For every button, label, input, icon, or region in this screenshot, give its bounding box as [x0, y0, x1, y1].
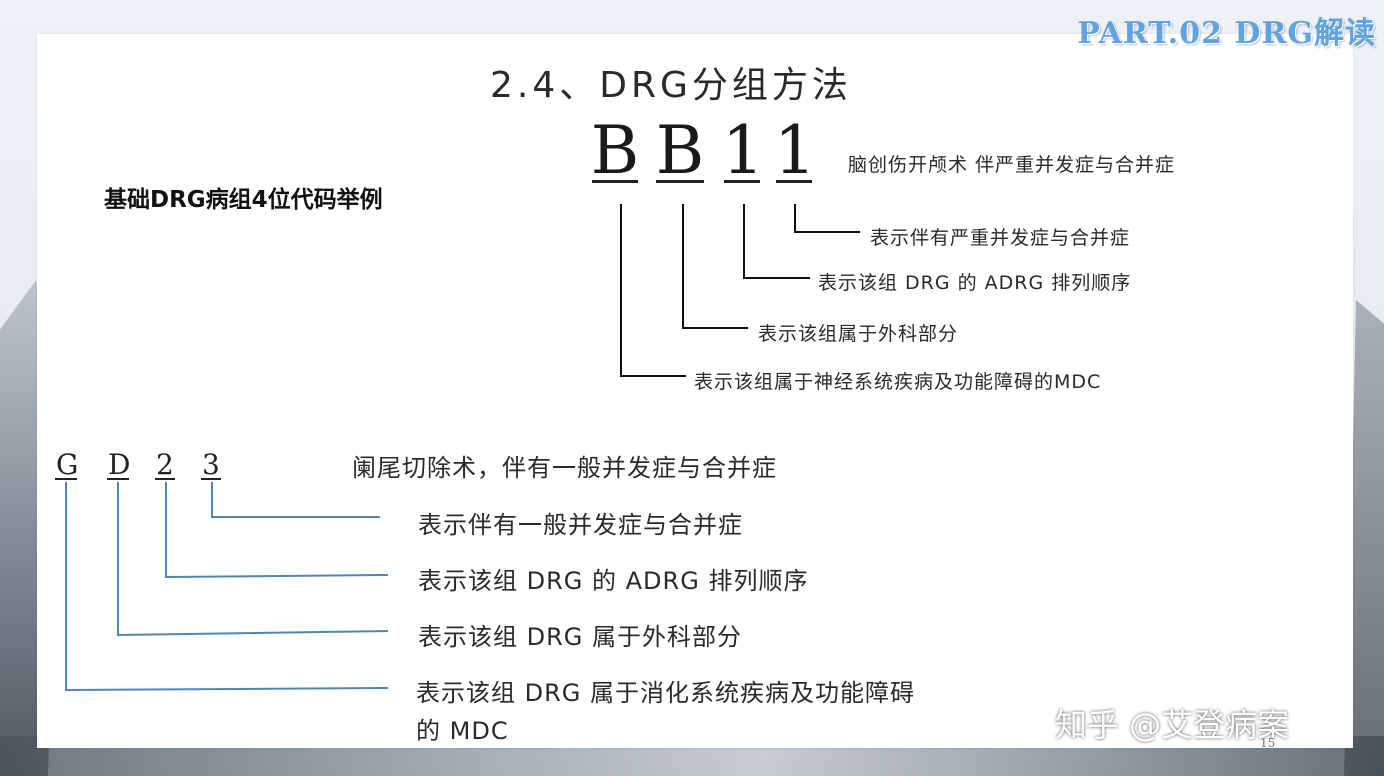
code1-letter-4: 1: [774, 112, 816, 189]
code2-underline-1: [55, 478, 77, 480]
code1-underline-2: [656, 180, 704, 183]
slide-subtitle: 基础DRG病组4位代码举例: [104, 187, 383, 213]
code2-letter-2: D: [108, 448, 131, 481]
code1-underline-4: [776, 180, 812, 183]
code2-letter-3: 2: [156, 448, 174, 481]
code1-letter-2: B: [655, 112, 705, 189]
watermark: 知乎 @艾登病案: [1055, 706, 1290, 744]
code2-underline-4: [201, 478, 221, 480]
code2-letter-4: 3: [202, 448, 220, 481]
code2-description: 阑尾切除术，伴有一般并发症与合并症: [352, 454, 777, 482]
code1-explanation-mdc: 表示该组属于神经系统疾病及功能障碍的MDC: [694, 371, 1102, 393]
connector-code2-letter-3: [165, 482, 389, 579]
connector-code2-letter-1: [65, 482, 389, 692]
code2-explanation-severity: 表示伴有一般并发症与合并症: [418, 511, 743, 539]
code1-underline-3: [724, 180, 760, 183]
page-number: 15: [1260, 736, 1276, 750]
code2-explanation-mdc-cont: 的 MDC: [416, 717, 509, 745]
code1-connectors: [620, 204, 860, 377]
code2-underline-2: [107, 478, 129, 480]
code1-explanation-adrg-order: 表示该组 DRG 的 ADRG 排列顺序: [818, 272, 1132, 294]
connector-code2-letter-4: [211, 482, 380, 518]
connector-code2-letter-2: [117, 482, 389, 637]
code1-explanation-severity: 表示伴有严重并发症与合并症: [870, 227, 1131, 249]
code2-explanation-adrg-order: 表示该组 DRG 的 ADRG 排列顺序: [418, 567, 809, 595]
connector-code1-letter-4: [794, 204, 860, 233]
code1-description: 脑创伤开颅术 伴严重并发症与合并症: [848, 154, 1176, 176]
code1-letter-1: B: [590, 112, 640, 189]
code2-underline-3: [155, 478, 175, 480]
code1-letter-3: 1: [722, 112, 764, 189]
slide-panel: [37, 34, 1353, 748]
code2-letter-1: G: [56, 448, 79, 481]
code1-explanation-surgical: 表示该组属于外科部分: [758, 323, 959, 345]
connector-code1-letter-2: [682, 204, 748, 329]
slide-title: 2.4、DRG分组方法: [490, 65, 852, 106]
part-header: PART.02 DRG解读: [1077, 16, 1376, 51]
code1-underline-1: [592, 180, 638, 183]
connector-code1-letter-1: [620, 204, 686, 377]
code2-connectors: [65, 482, 389, 692]
code2-explanation-mdc: 表示该组 DRG 属于消化系统疾病及功能障碍: [416, 679, 916, 707]
connector-code1-letter-3: [743, 204, 810, 279]
code2-explanation-surgical: 表示该组 DRG 属于外科部分: [418, 623, 743, 651]
